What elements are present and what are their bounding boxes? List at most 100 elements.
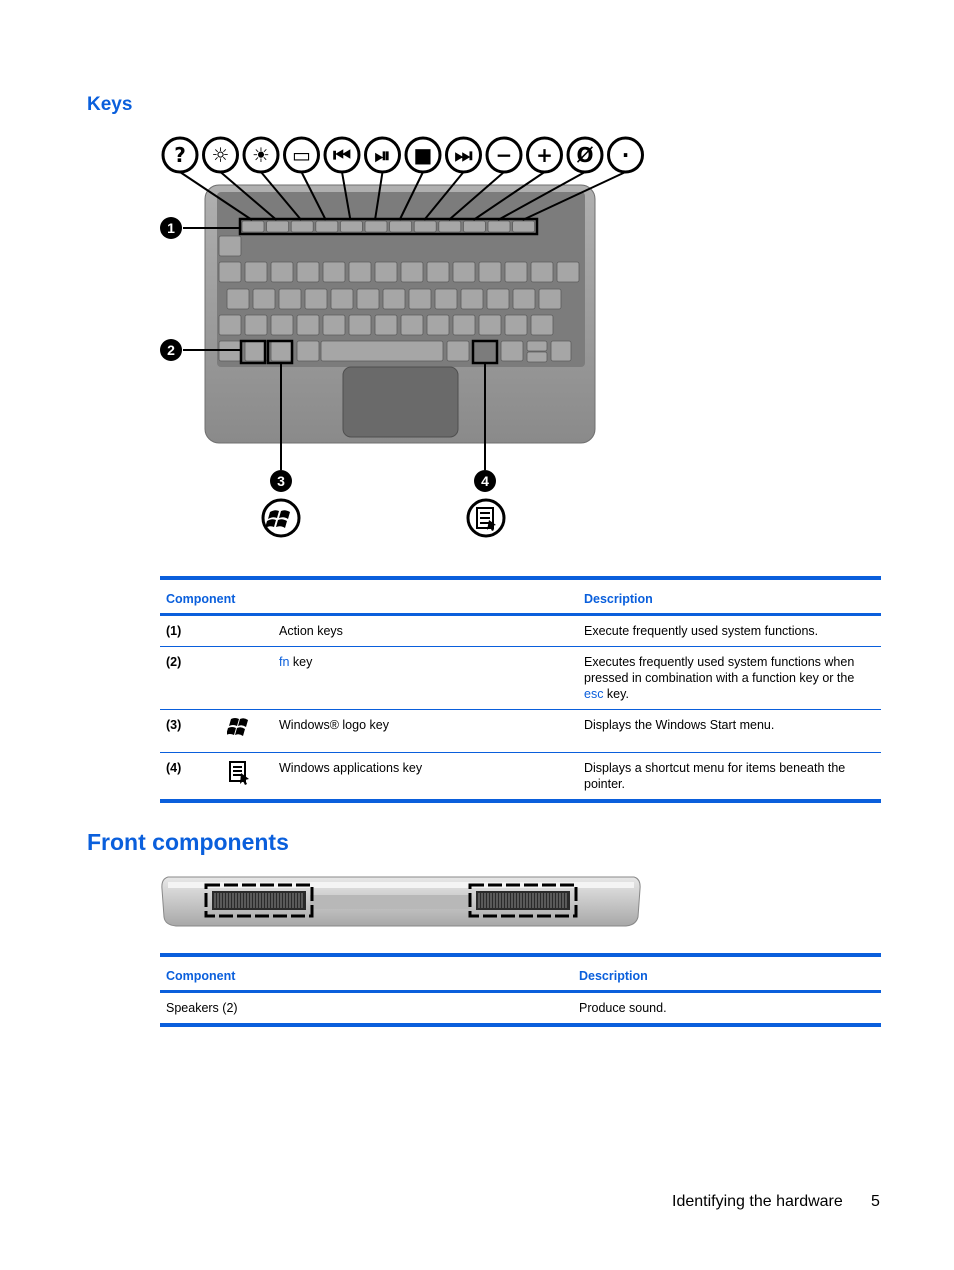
keyboard-key	[218, 261, 242, 283]
action-key-strip	[238, 217, 539, 236]
table-row: (1) Action keys Execute frequently used …	[160, 615, 881, 647]
keyboard-key	[452, 261, 476, 283]
keyboard-key	[530, 261, 554, 283]
keyboard-key	[252, 288, 276, 310]
header-description: Description	[573, 955, 881, 993]
page-number: 5	[871, 1193, 880, 1210]
keyboard-key	[322, 314, 346, 336]
header-component: Component	[160, 578, 578, 616]
volume-up-icon: +	[526, 136, 563, 174]
right-speaker	[476, 891, 570, 910]
callout-1	[160, 217, 182, 239]
svg-text:■: ■	[414, 143, 433, 167]
keyboard-key	[296, 314, 320, 336]
row-component: Action keys	[279, 624, 343, 638]
keyboard-key	[315, 220, 339, 233]
keyboard-figure: ? ☼ ☀ ▭ ⏮ ⏯ ■ ⏭−+ Ø · 1 2 3 4	[160, 136, 644, 538]
next-track-icon: ⏭	[445, 136, 482, 174]
row-component: Speakers (2)	[160, 991, 573, 1027]
row-number: (1)	[166, 624, 182, 638]
row-icon-cell	[213, 615, 273, 647]
keyboard-key	[270, 340, 294, 362]
keyboard-key	[550, 340, 572, 362]
wireless-icon: ·	[607, 136, 644, 174]
footer-chapter-title: Identifying the hardware	[672, 1193, 843, 1210]
esc-link[interactable]: esc	[584, 687, 604, 701]
keyboard-key	[244, 314, 268, 336]
previous-track-icon: ⏮	[323, 136, 361, 174]
svg-text:2: 2	[167, 342, 175, 358]
callout-4	[474, 470, 496, 492]
svg-text:⏮: ⏮	[333, 143, 351, 167]
section-title-front-components: Front components	[87, 829, 289, 855]
row-component: fn key	[273, 646, 578, 710]
svg-text:1: 1	[167, 220, 175, 236]
table-header-row: Component Description	[160, 955, 881, 993]
svg-text:4: 4	[481, 473, 489, 489]
keyboard-key	[266, 220, 289, 233]
keyboard-key	[413, 220, 437, 233]
row-description: Displays the Windows Start menu.	[578, 709, 881, 753]
keyboard-key	[500, 340, 524, 362]
svg-text:3: 3	[277, 473, 285, 489]
keyboard-key	[556, 261, 580, 283]
keyboard-key	[218, 314, 242, 336]
keyboard-key	[382, 288, 406, 310]
keyboard-key	[320, 340, 444, 362]
keyboard-key	[462, 220, 486, 233]
windows-logo-icon	[261, 498, 301, 538]
row-number: (3)	[160, 709, 213, 753]
keyboard-key	[374, 261, 398, 283]
keyboard-key	[218, 235, 242, 257]
callout-2	[160, 339, 182, 361]
keyboard-key	[400, 261, 424, 283]
svg-text:Ø: Ø	[576, 143, 593, 167]
keys-table: Component Description (1) Action keys Ex…	[160, 576, 881, 803]
stop-icon: ■	[404, 136, 442, 174]
keyboard-key	[530, 314, 554, 336]
play-pause-icon: ⏯	[364, 136, 401, 174]
keyboard-key	[296, 340, 320, 362]
keyboard-key	[244, 340, 268, 362]
display-switch-icon: ▭	[283, 136, 320, 174]
svg-text:☼: ☼	[212, 143, 230, 167]
keyboard-key	[296, 261, 320, 283]
keyboard-key	[526, 351, 548, 363]
keyboard-key	[426, 261, 450, 283]
keyboard-key	[339, 220, 363, 233]
svg-text:⏯: ⏯	[375, 143, 391, 167]
row-icon-cell	[213, 752, 273, 803]
svg-text:☀: ☀	[252, 143, 270, 167]
touchpad	[342, 366, 459, 438]
section-title-keys: Keys	[87, 94, 133, 115]
row-component: Windows applications key	[273, 752, 578, 803]
keyboard-key	[364, 220, 388, 233]
svg-text:▭: ▭	[292, 143, 311, 167]
keyboard-key	[290, 220, 314, 233]
row-description: Executes frequently used system function…	[578, 646, 881, 710]
keyboard-key	[446, 340, 470, 362]
applications-key-icon	[466, 498, 506, 538]
left-speaker	[212, 891, 306, 910]
brightness-up-icon: ☀	[242, 136, 280, 174]
keyboard-key	[356, 288, 380, 310]
applications-key-icon	[229, 761, 249, 785]
keyboard-key	[487, 220, 511, 233]
action-icon-row: ? ☼ ☀ ▭ ⏮ ⏯ ■ ⏭−+ Ø ·	[161, 136, 644, 174]
volume-down-icon: −	[485, 136, 523, 174]
key-rows	[218, 220, 580, 363]
svg-text:−: −	[496, 143, 513, 167]
table-row: (4) Windows applications key Displays a …	[160, 752, 881, 803]
svg-text:?: ?	[174, 143, 186, 167]
keyboard-key	[348, 314, 372, 336]
keyboard-key	[348, 261, 372, 283]
callout-lines	[179, 171, 626, 221]
keyboard-key	[408, 288, 432, 310]
keyboard-key	[512, 220, 536, 233]
keyboard-key	[400, 314, 424, 336]
keyboard-key	[538, 288, 562, 310]
svg-text:+: +	[536, 143, 553, 167]
keyboard-key	[478, 261, 502, 283]
fn-link[interactable]: fn	[279, 655, 290, 669]
keyboard-key	[504, 314, 528, 336]
